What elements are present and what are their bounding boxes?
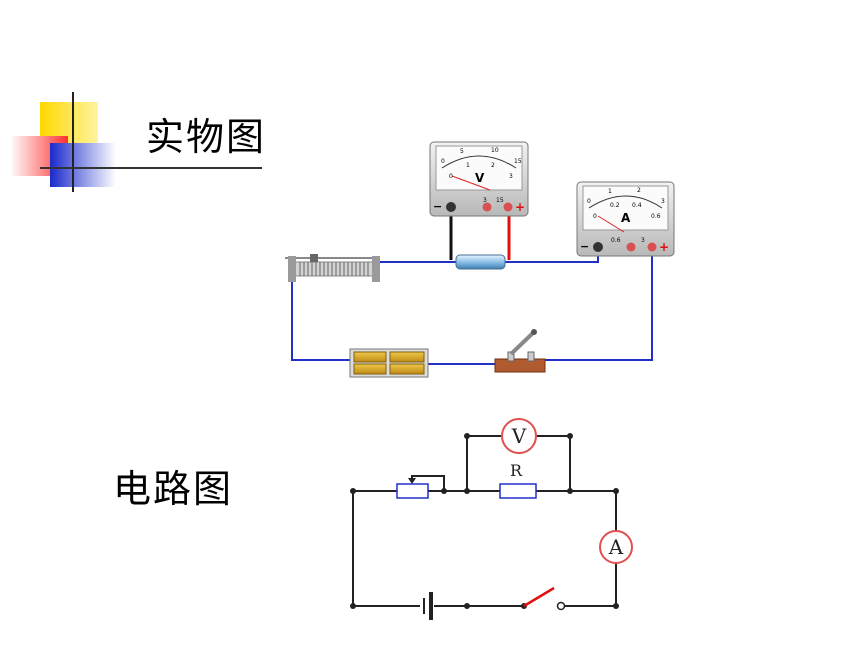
voltmeter-plus-label: + xyxy=(515,200,525,214)
svg-text:15: 15 xyxy=(496,197,504,204)
svg-text:1: 1 xyxy=(608,188,612,195)
schematic-ammeter-symbol: A xyxy=(608,535,624,559)
schematic-nodes xyxy=(350,433,619,609)
voltmeter: 0 5 10 15 0 1 2 3 V − 3 15 + xyxy=(429,141,529,217)
svg-text:2: 2 xyxy=(637,187,641,194)
svg-text:0.6: 0.6 xyxy=(611,237,621,244)
voltmeter-tick-15: 15 xyxy=(514,158,522,165)
circuit-diagram-title: 电路图 xyxy=(113,467,234,511)
schematic-switch xyxy=(521,586,566,611)
ammeter: 0 1 2 3 0 0.2 0.4 0.6 A − 0.6 3 + xyxy=(576,181,675,257)
svg-text:0: 0 xyxy=(587,198,591,205)
voltmeter-minus-label: − xyxy=(433,200,442,213)
schematic-battery xyxy=(423,592,433,620)
physical-diagram-title: 实物图 xyxy=(146,115,267,159)
schematic-resistor xyxy=(499,483,537,499)
voltmeter-tick-5: 5 xyxy=(460,148,464,155)
schematic-rheostat xyxy=(396,483,429,499)
svg-text:0.6: 0.6 xyxy=(651,213,661,220)
svg-text:0.2: 0.2 xyxy=(610,202,620,209)
voltmeter-tick-b0: 0 xyxy=(449,173,453,180)
wires xyxy=(291,248,653,365)
voltmeter-tick-0: 0 xyxy=(441,158,445,165)
schematic-ammeter xyxy=(599,530,633,564)
resistor xyxy=(455,254,506,270)
svg-text:3: 3 xyxy=(483,197,487,204)
svg-text:−: − xyxy=(580,240,589,253)
schematic-voltmeter-symbol: V xyxy=(511,424,527,448)
schematic-voltmeter xyxy=(501,418,537,454)
voltmeter-tick-b1: 1 xyxy=(466,162,470,169)
voltmeter-tick-b2: 2 xyxy=(491,162,495,169)
voltmeter-tick-10: 10 xyxy=(491,147,499,154)
battery-pack xyxy=(349,348,429,378)
svg-text:0: 0 xyxy=(593,213,597,220)
svg-text:+: + xyxy=(659,240,669,254)
voltmeter-symbol: V xyxy=(475,171,485,185)
svg-text:0.4: 0.4 xyxy=(632,202,642,209)
voltmeter-tick-b3: 3 xyxy=(509,173,513,180)
knife-switch xyxy=(494,329,546,373)
ammeter-symbol: A xyxy=(621,211,631,225)
rheostat xyxy=(285,254,380,282)
svg-text:3: 3 xyxy=(661,198,665,205)
svg-text:3: 3 xyxy=(641,237,645,244)
resistor-label: R xyxy=(510,461,523,480)
